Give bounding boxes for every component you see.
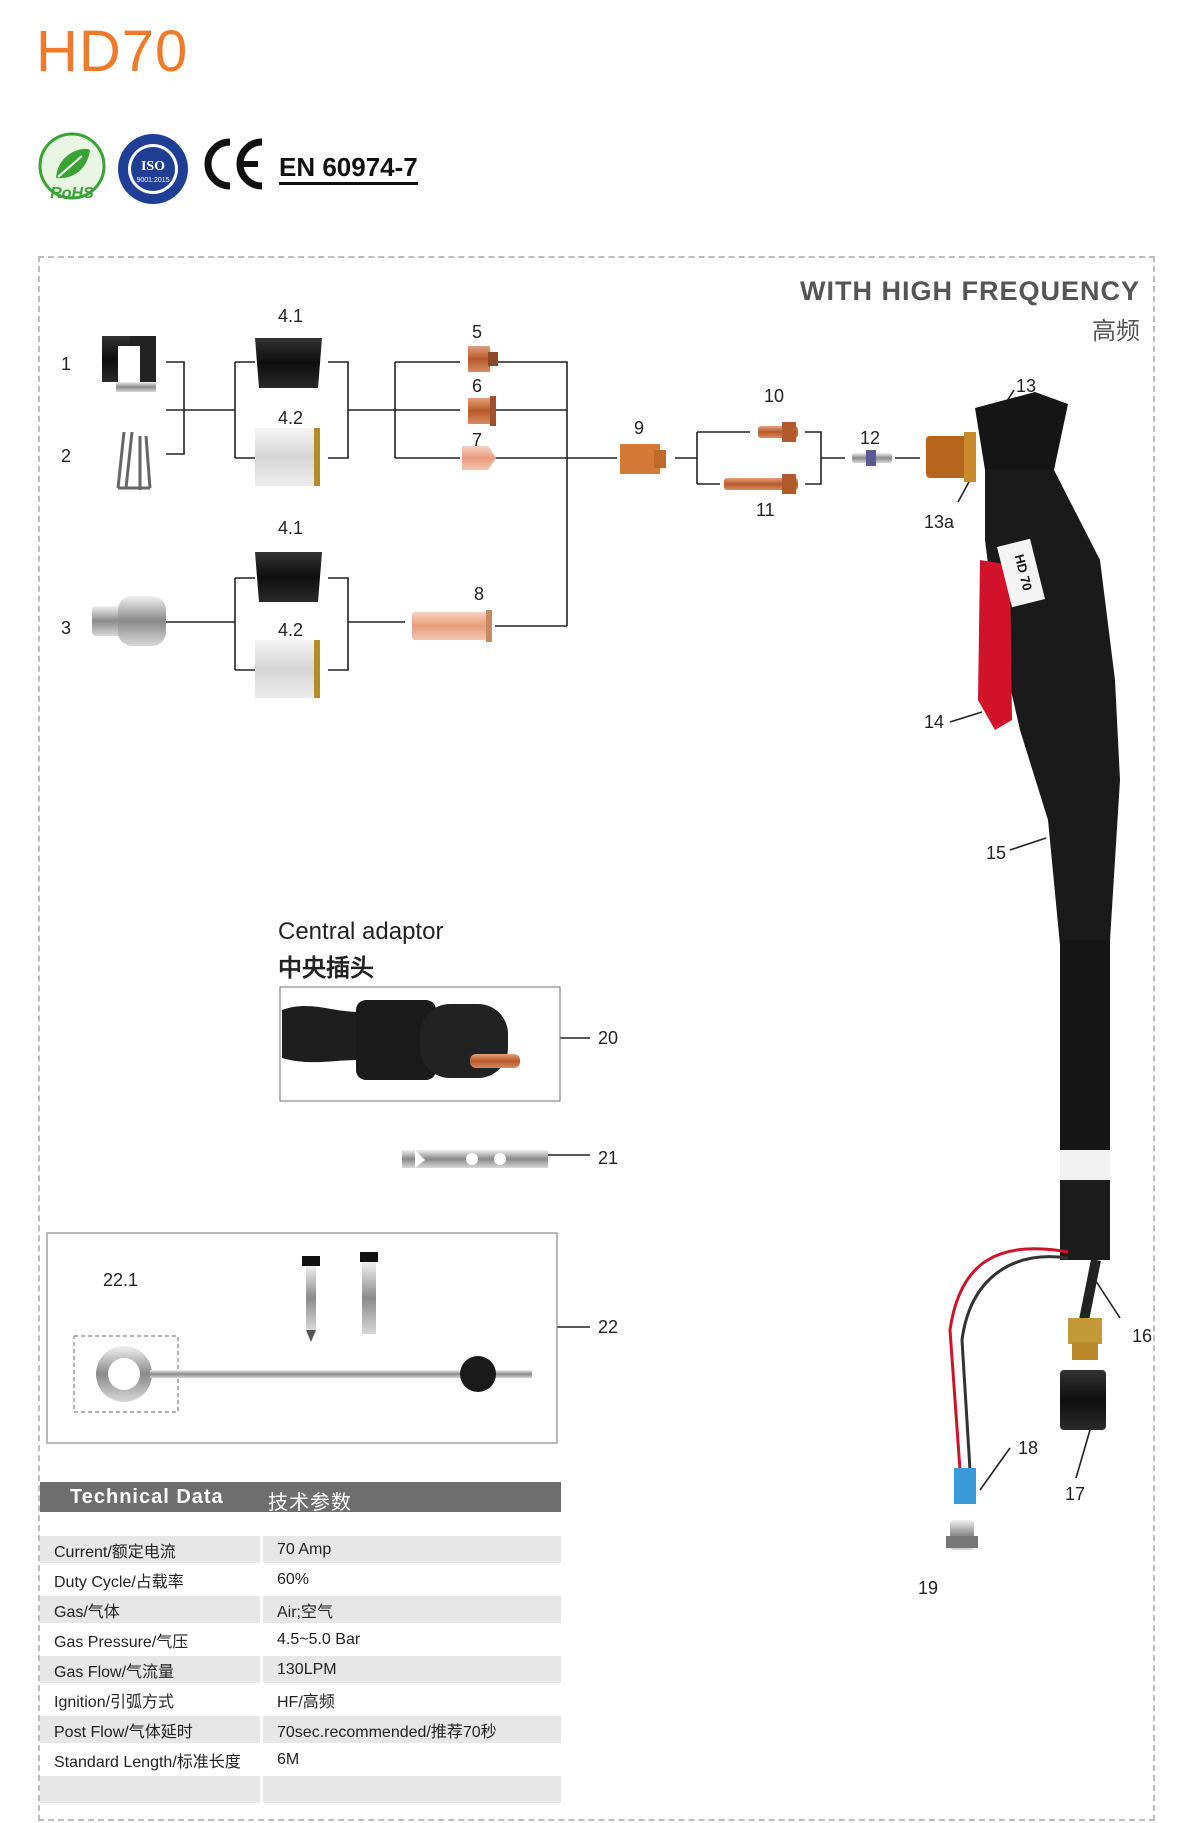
table-row: Gas Pressure/气压 4.5~5.0 Bar xyxy=(40,1626,561,1653)
part-label-15: 15 xyxy=(986,843,1007,863)
part-label-4-2-lower: 4.2 xyxy=(278,620,304,640)
part-switch-plug xyxy=(946,1520,978,1550)
part-retaining-cap-black-lower xyxy=(255,552,322,602)
part-power-connector-cap xyxy=(1060,1370,1106,1430)
part-retaining-cap-black-upper xyxy=(255,338,322,388)
frequency-heading-en: WITH HIGH FREQUENCY xyxy=(800,276,1140,306)
part-gas-fitting xyxy=(1068,1318,1102,1360)
part-label-13: 13 xyxy=(1016,376,1037,396)
part-label-3: 3 xyxy=(61,618,72,638)
technical-data-header: Technical Data 技术参数 xyxy=(40,1482,561,1514)
part-spring-clip xyxy=(116,431,152,490)
spec-value: 60% xyxy=(277,1570,310,1588)
part-label-6: 6 xyxy=(472,376,483,396)
central-adaptor-caption-cn: 中央插头 xyxy=(278,955,374,982)
wrench-tool xyxy=(402,1150,548,1168)
part-label-20: 20 xyxy=(598,1028,619,1048)
svg-text:RoHS: RoHS xyxy=(50,185,94,202)
spec-label: Gas Pressure/气压 xyxy=(40,1626,263,1653)
table-row: Duty Cycle/占载率 60% xyxy=(40,1566,561,1593)
part-retaining-cap-white-upper xyxy=(255,428,320,486)
svg-text:9001:2015: 9001:2015 xyxy=(136,177,169,184)
part-label-19: 19 xyxy=(918,1578,939,1598)
spec-label: Current/额定电流 xyxy=(40,1536,263,1563)
part-label-8: 8 xyxy=(474,584,485,604)
spec-label: Standard Length/标准长度 xyxy=(40,1746,263,1773)
part-nozzle-6 xyxy=(468,396,496,426)
part-label-2: 2 xyxy=(61,446,72,466)
spec-label: Gas/气体 xyxy=(40,1596,263,1623)
technical-data-title-cn: 技术参数 xyxy=(268,1492,352,1514)
torch-handle-label-plate: HD 70 xyxy=(997,538,1045,608)
part-label-10: 10 xyxy=(764,386,785,406)
part-retaining-cap-white-lower xyxy=(255,640,320,698)
table-row: Post Flow/气体延时 70sec.recommended/推荐70秒 xyxy=(40,1716,561,1743)
table-row xyxy=(40,1776,561,1803)
part-label-16: 16 xyxy=(1132,1326,1153,1346)
part-label-4-1-upper: 4.1 xyxy=(278,306,304,326)
part-label-7: 7 xyxy=(472,430,483,450)
table-row: Standard Length/标准长度 6M xyxy=(40,1746,561,1773)
part-label-18: 18 xyxy=(1018,1438,1039,1458)
technical-data-title-en: Technical Data xyxy=(70,1486,224,1508)
spec-value: 4.5~5.0 Bar xyxy=(277,1630,361,1648)
page-title: HD70 xyxy=(36,19,189,84)
part-nozzle-5 xyxy=(468,346,498,372)
part-nozzle-7 xyxy=(462,446,496,470)
spec-label: Duty Cycle/占载率 xyxy=(40,1566,263,1593)
part-electrode-11 xyxy=(724,474,798,494)
spec-value xyxy=(263,1776,561,1803)
table-row: Gas/气体 Air;空气 xyxy=(40,1596,561,1623)
diagram-frame xyxy=(38,256,1155,1821)
part-label-4-2-upper: 4.2 xyxy=(278,408,304,428)
spec-label: Ignition/引弧方式 xyxy=(40,1686,263,1713)
part-label-12: 12 xyxy=(860,428,881,448)
part-label-13a: 13a xyxy=(924,512,955,532)
cable-leads xyxy=(948,1247,1101,1471)
central-adaptor-image xyxy=(279,986,561,1102)
iso-logo: ISO 9001:2015 xyxy=(116,132,190,211)
part-label-21: 21 xyxy=(598,1148,619,1168)
part-starter-pin xyxy=(852,450,892,466)
connector-lines xyxy=(127,361,1121,1491)
spec-label: Post Flow/气体延时 xyxy=(40,1716,263,1743)
part-label-22: 22 xyxy=(598,1317,619,1337)
spec-value: 130LPM xyxy=(263,1656,561,1683)
part-switch-lead xyxy=(954,1468,976,1504)
part-label-4-1-lower: 4.1 xyxy=(278,518,304,538)
svg-text:ISO: ISO xyxy=(141,159,165,174)
table-row: Gas Flow/气流量 130LPM xyxy=(40,1656,561,1683)
part-label-14: 14 xyxy=(924,712,945,732)
part-swirl-ring xyxy=(620,444,666,474)
spec-value: Air;空气 xyxy=(263,1596,561,1623)
rohs-logo: RoHS xyxy=(36,132,108,209)
central-adaptor-caption-en: Central adaptor xyxy=(278,918,444,945)
frequency-heading-cn: 高频 xyxy=(1092,318,1140,345)
spec-value: 70sec.recommended/推荐70秒 xyxy=(263,1716,561,1743)
spec-label xyxy=(40,1776,263,1803)
torch-handle xyxy=(926,392,1120,1260)
ce-mark xyxy=(200,134,266,199)
part-extended-nozzle xyxy=(412,610,492,642)
frequency-heading: WITH HIGH FREQUENCY 高频 xyxy=(800,276,1140,346)
part-label-17: 17 xyxy=(1065,1484,1086,1504)
standard-label: EN 60974-7 xyxy=(279,152,418,185)
part-label-22-1: 22.1 xyxy=(103,1270,139,1290)
technical-data-table: Current/额定电流 70 Amp Duty Cycle/占载率 60% G… xyxy=(40,1533,561,1806)
spec-value: HF/高频 xyxy=(277,1693,335,1711)
spec-value: 6M xyxy=(277,1750,300,1768)
part-shield-cap xyxy=(102,336,156,392)
part-label-1: 1 xyxy=(61,354,72,374)
part-electrode-10 xyxy=(758,422,798,442)
spec-value: 70 Amp xyxy=(263,1536,561,1563)
table-row: Current/额定电流 70 Amp xyxy=(40,1536,561,1563)
circle-cutter-kit xyxy=(46,1232,558,1444)
spec-label: Gas Flow/气流量 xyxy=(40,1656,263,1683)
part-drag-cap xyxy=(92,596,166,646)
part-label-11: 11 xyxy=(756,500,775,520)
part-label-9: 9 xyxy=(634,418,645,438)
part-label-5: 5 xyxy=(472,322,483,342)
table-row: Ignition/引弧方式 HF/高频 xyxy=(40,1686,561,1713)
